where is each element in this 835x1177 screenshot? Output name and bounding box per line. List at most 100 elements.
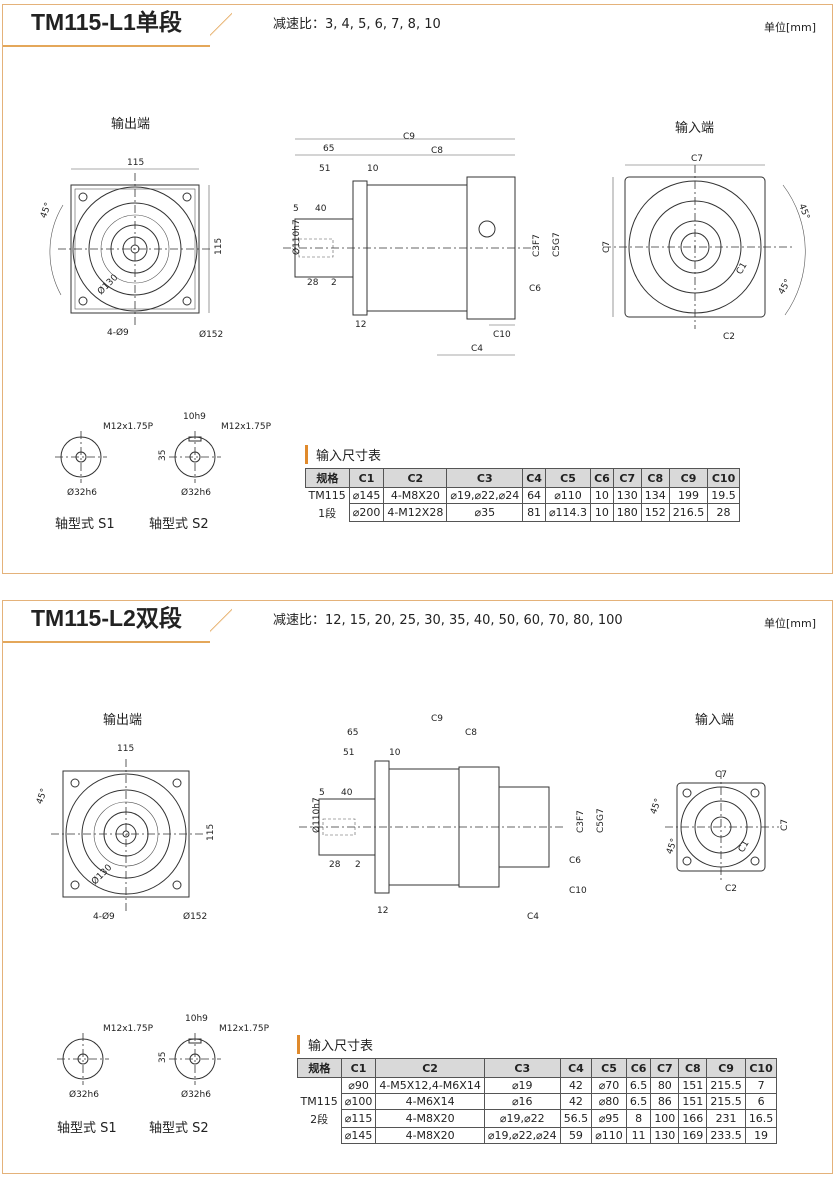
dim-c10: C10: [493, 330, 511, 340]
angle-45-top: 45°: [35, 787, 50, 805]
table-cell: 233.5: [706, 1127, 746, 1144]
dim-12: 12: [377, 906, 388, 916]
table-cell: ⌀110: [591, 1127, 627, 1144]
unit-label: 单位[mm]: [763, 617, 816, 630]
s1-diameter-label: Ø32h6: [67, 487, 97, 498]
dim-28: 28: [329, 860, 341, 870]
shaft-s1-label: 轴型式 S1: [55, 517, 115, 532]
table-header-cell: C7: [612, 468, 642, 488]
spec-cell: [298, 1128, 342, 1144]
s2-diameter-label: Ø32h6: [181, 1089, 211, 1100]
dim-c1: C1: [737, 839, 752, 854]
angle-45-top: 45°: [649, 797, 664, 815]
input-end-view: C7 C7 45° 45° C1 C2: [602, 154, 811, 342]
table-cell: 151: [678, 1093, 708, 1110]
table-cell: ⌀145: [340, 1127, 377, 1144]
dim-110: Ø110h7: [291, 219, 302, 255]
output-end-label: 输出端: [103, 713, 143, 728]
table-cell: ⌀115: [340, 1109, 377, 1128]
dim-c8: C8: [465, 728, 477, 738]
table-cell: 216.5: [668, 503, 709, 522]
table-cell: ⌀35: [446, 503, 524, 522]
spec-cell: TM115: [300, 1095, 338, 1108]
dim-c3: C3F7: [532, 234, 542, 257]
table-cell: 215.5: [706, 1093, 746, 1110]
dim-115: 115: [117, 744, 134, 754]
spec-cell: 2段: [310, 1112, 329, 1126]
table-header-cell: 规格: [305, 468, 350, 488]
table-title: 输入尺寸表: [305, 445, 740, 464]
table-cell: 4-M6X14: [375, 1093, 485, 1110]
table-cell: 199: [668, 487, 709, 504]
table-cell: ⌀114.3: [544, 503, 592, 522]
table-cell: 134: [640, 487, 670, 504]
dim-5: 5: [293, 204, 299, 214]
dim-c1: C1: [735, 261, 750, 276]
table-header-cell: C6: [625, 1058, 652, 1078]
table-cell: ⌀95: [591, 1109, 627, 1128]
table-cell: 6.5: [625, 1077, 652, 1094]
dim-c7: C7: [691, 154, 703, 164]
table-cell: 42: [559, 1077, 593, 1094]
table-cell: 19: [744, 1127, 778, 1144]
table-cell: 231: [706, 1109, 746, 1128]
dim-51: 51: [319, 164, 330, 174]
table-cell: 130: [612, 487, 642, 504]
output-flange-view: 115 115 45° Ø130 4-Ø9 Ø152: [35, 744, 216, 922]
dim-65: 65: [347, 728, 358, 738]
dim-2: 2: [331, 278, 337, 288]
dim-28: 28: [307, 278, 319, 288]
table-cell: 100: [650, 1109, 680, 1128]
input-end-label: 输入端: [675, 121, 715, 136]
unit-label: 单位[mm]: [763, 21, 816, 34]
s2-key-label: 10h9: [183, 412, 206, 422]
table-cell: 8: [625, 1109, 652, 1128]
table-header-cell: C1: [340, 1058, 377, 1078]
spec-cell: [298, 1078, 342, 1094]
dim-10: 10: [389, 748, 401, 758]
table-cell: 4-M5X12,4-M6X14: [375, 1077, 485, 1094]
table-cell: 4-M8X20: [383, 487, 448, 504]
dim-c4: C4: [527, 912, 539, 922]
dim-65: 65: [323, 144, 334, 154]
drawing-l2: 115 115 45° Ø130 4-Ø9 Ø152 C9 65 C8 51 1…: [35, 714, 790, 1100]
table-cell: ⌀145: [348, 487, 385, 504]
table-header-cell: C9: [706, 1058, 746, 1078]
section-l1: TM115-L1单段 减速比：3, 4, 5, 6, 7, 8, 10 单位[m…: [2, 4, 833, 574]
table-cell: ⌀19,⌀22,⌀24: [446, 487, 524, 504]
shaft-s2-view: 10h9 M12x1.75P 35 Ø32h6: [158, 412, 272, 498]
table-header-cell: C5: [591, 1058, 627, 1078]
table-cell: ⌀110: [544, 487, 592, 504]
dim-c9: C9: [431, 714, 443, 724]
dim-holes: 4-Ø9: [107, 327, 129, 338]
dim-c7: C7: [715, 770, 727, 780]
dim-c5: C5G7: [552, 232, 562, 257]
table-title: 输入尺寸表: [297, 1035, 777, 1054]
table-cell: 4-M12X28: [383, 503, 448, 522]
s2-height-label: 35: [158, 1052, 168, 1063]
table-cell: 64: [522, 487, 546, 504]
table-header-cell: C5: [544, 468, 592, 488]
side-view: C9 65 C8 51 10 5 40 Ø110h7 28 2 12 C3F7 …: [283, 132, 562, 356]
table-header-cell: C4: [559, 1058, 593, 1078]
s2-thread-label: M12x1.75P: [219, 1024, 270, 1034]
angle-45-lower: 45°: [665, 837, 680, 855]
dim-51: 51: [343, 748, 354, 758]
dim-c8: C8: [431, 146, 443, 156]
side-view: C9 65 C8 51 10 5 40 Ø110h7 28 2 12 C3F7 …: [299, 714, 606, 922]
shaft-s1-label: 轴型式 S1: [57, 1121, 117, 1136]
ratio-label: 减速比：12, 15, 20, 25, 30, 35, 40, 50, 60, …: [273, 613, 623, 628]
table-header-cell: C8: [678, 1058, 708, 1078]
dim-130: Ø130: [89, 862, 114, 887]
table-cell: 56.5: [559, 1109, 593, 1128]
table-cell: 7: [744, 1077, 778, 1094]
